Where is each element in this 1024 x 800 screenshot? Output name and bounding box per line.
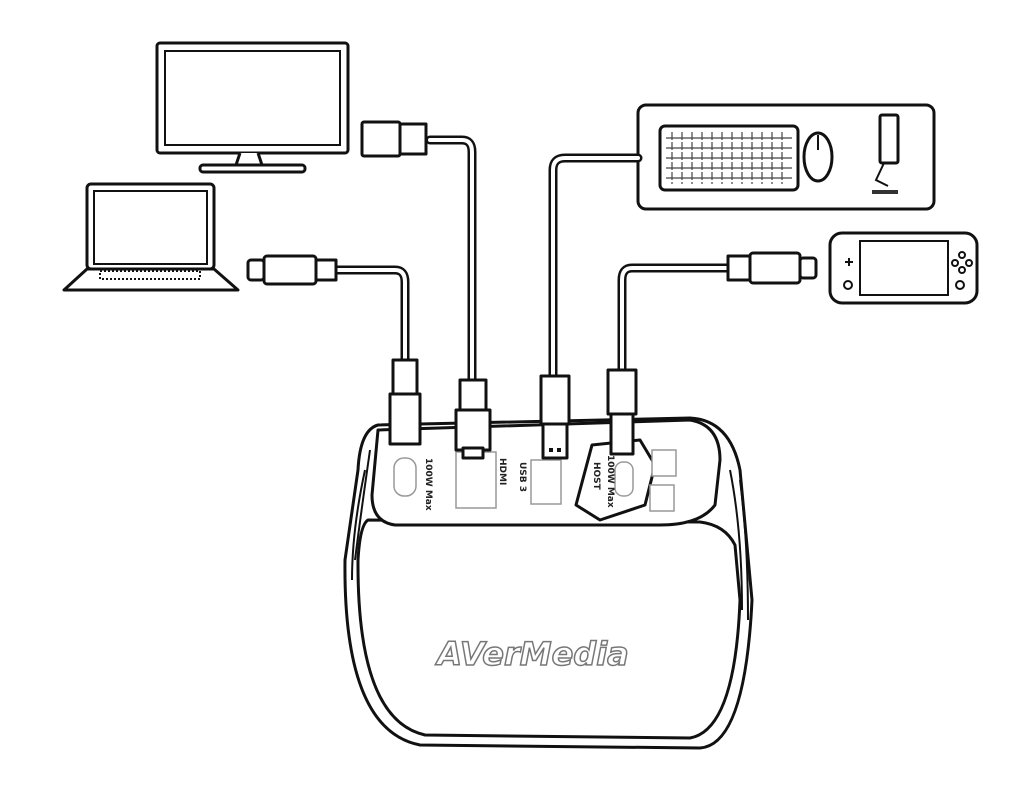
mouse-icon: [802, 131, 834, 183]
laptop-icon: [62, 182, 240, 292]
usb-c-connector-laptop: [246, 254, 338, 286]
plug-usb-c-host: [606, 368, 638, 456]
handheld-console-icon: [828, 231, 979, 305]
usb-c-host-port: 100W Max HOST: [574, 438, 657, 522]
port2-label: HDMI: [497, 458, 507, 485]
plug-usb-a: [539, 374, 571, 460]
port1-label: 100W Max: [423, 458, 433, 511]
avermedia-dock: AVerMedia 100W Max HDMI USB 3 100W Max H…: [343, 416, 754, 750]
hdmi-port: HDMI: [455, 451, 507, 509]
hdmi-connector-monitor: [360, 120, 428, 158]
cables: [325, 135, 733, 390]
port4-sublabel: HOST: [591, 462, 601, 491]
avermedia-logo: AVerMedia: [434, 635, 629, 673]
monitor-icon: [155, 41, 350, 174]
port3-label: USB 3: [517, 462, 527, 492]
microphone-icon: [872, 113, 900, 194]
usb3-port: USB 3: [517, 459, 562, 505]
plug-hdmi: [454, 378, 492, 460]
port4-label: 100W Max: [605, 455, 615, 508]
keyboard-icon: [658, 124, 800, 192]
usb-c-connector-console: [726, 251, 818, 285]
plug-usb-c-1: [388, 358, 422, 446]
usb-c-port-100w: 100W Max: [393, 457, 433, 511]
peripherals-box: [636, 103, 936, 211]
